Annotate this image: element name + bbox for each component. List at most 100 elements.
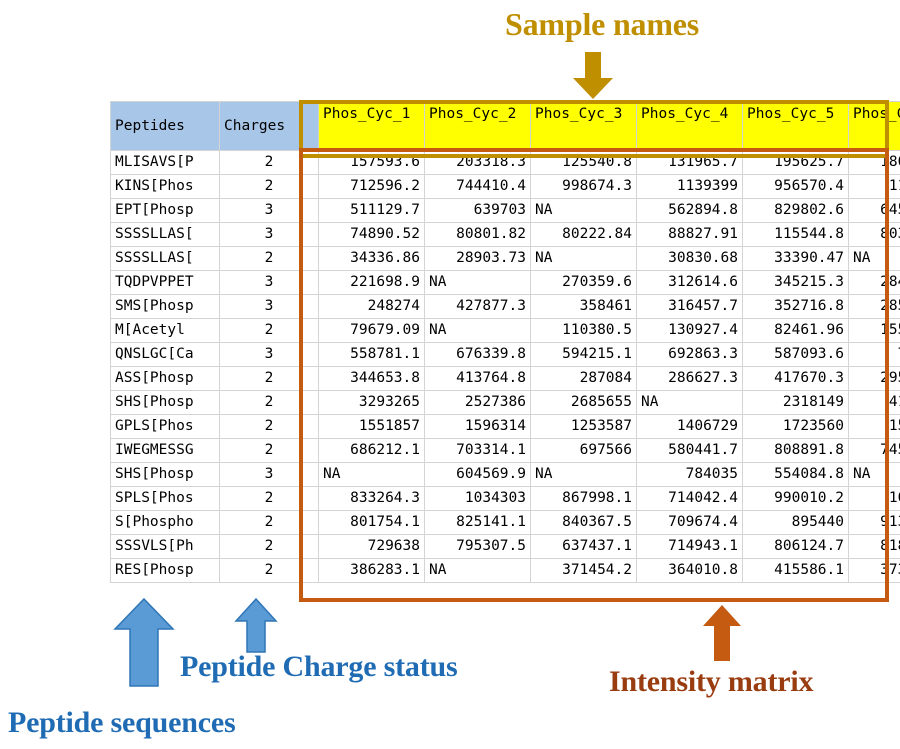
cell-intensity-sample-5[interactable]: 417670.3 bbox=[742, 366, 849, 391]
cell-peptide[interactable]: TQDPVPPET bbox=[110, 270, 220, 295]
cell-charge[interactable]: 2 bbox=[219, 246, 319, 271]
cell-intensity-sample-5[interactable]: 415586.1 bbox=[742, 558, 849, 583]
cell-peptide[interactable]: SHS[Phosp bbox=[110, 390, 220, 415]
cell-intensity-sample-1[interactable]: 157593.6 bbox=[318, 150, 425, 175]
cell-intensity-sample-3[interactable]: NA bbox=[530, 462, 637, 487]
cell-intensity-sample-3[interactable]: 594215.1 bbox=[530, 342, 637, 367]
cell-intensity-sample-2[interactable]: 639703 bbox=[424, 198, 531, 223]
cell-intensity-sample-3[interactable]: 110380.5 bbox=[530, 318, 637, 343]
cell-intensity-sample-5[interactable]: 956570.4 bbox=[742, 174, 849, 199]
cell-charge[interactable]: 3 bbox=[219, 198, 319, 223]
cell-charge[interactable]: 2 bbox=[219, 318, 319, 343]
cell-intensity-sample-5[interactable]: 1723560 bbox=[742, 414, 849, 439]
cell-intensity-sample-6[interactable]: 180664.5 bbox=[848, 150, 900, 175]
cell-intensity-sample-2[interactable]: NA bbox=[424, 270, 531, 295]
cell-intensity-sample-5[interactable]: 195625.7 bbox=[742, 150, 849, 175]
cell-intensity-sample-5[interactable]: 2318149 bbox=[742, 390, 849, 415]
cell-intensity-sample-4[interactable]: 130927.4 bbox=[636, 318, 743, 343]
cell-intensity-sample-1[interactable]: 729638 bbox=[318, 534, 425, 559]
column-header-sample-4[interactable]: Phos_Cyc_4 bbox=[636, 101, 743, 151]
cell-intensity-sample-6[interactable]: 285275.5 bbox=[848, 294, 900, 319]
cell-intensity-sample-1[interactable]: 34336.86 bbox=[318, 246, 425, 271]
cell-charge[interactable]: 2 bbox=[219, 150, 319, 175]
cell-intensity-sample-6[interactable]: 756873 bbox=[848, 342, 900, 367]
cell-intensity-sample-2[interactable]: NA bbox=[424, 318, 531, 343]
cell-intensity-sample-3[interactable]: 125540.8 bbox=[530, 150, 637, 175]
cell-intensity-sample-5[interactable]: 115544.8 bbox=[742, 222, 849, 247]
cell-intensity-sample-2[interactable]: 80801.82 bbox=[424, 222, 531, 247]
cell-peptide[interactable]: RES[Phosp bbox=[110, 558, 220, 583]
column-header-sample-3[interactable]: Phos_Cyc_3 bbox=[530, 101, 637, 151]
cell-intensity-sample-4[interactable]: 1139399 bbox=[636, 174, 743, 199]
cell-intensity-sample-3[interactable]: 867998.1 bbox=[530, 486, 637, 511]
cell-intensity-sample-1[interactable]: 511129.7 bbox=[318, 198, 425, 223]
cell-intensity-sample-5[interactable]: 82461.96 bbox=[742, 318, 849, 343]
cell-intensity-sample-1[interactable]: 833264.3 bbox=[318, 486, 425, 511]
cell-intensity-sample-3[interactable]: 637437.1 bbox=[530, 534, 637, 559]
cell-charge[interactable]: 3 bbox=[219, 222, 319, 247]
column-header-peptides[interactable]: Peptides bbox=[110, 101, 220, 151]
cell-intensity-sample-3[interactable]: 840367.5 bbox=[530, 510, 637, 535]
cell-intensity-sample-1[interactable]: 712596.2 bbox=[318, 174, 425, 199]
cell-intensity-sample-4[interactable]: 131965.7 bbox=[636, 150, 743, 175]
cell-peptide[interactable]: EPT[Phosp bbox=[110, 198, 220, 223]
cell-peptide[interactable]: GPLS[Phos bbox=[110, 414, 220, 439]
cell-charge[interactable]: 2 bbox=[219, 486, 319, 511]
cell-intensity-sample-1[interactable]: NA bbox=[318, 462, 425, 487]
cell-intensity-sample-2[interactable]: 203318.3 bbox=[424, 150, 531, 175]
cell-intensity-sample-1[interactable]: 1551857 bbox=[318, 414, 425, 439]
column-header-sample-2[interactable]: Phos_Cyc_2 bbox=[424, 101, 531, 151]
cell-intensity-sample-3[interactable]: 998674.3 bbox=[530, 174, 637, 199]
cell-intensity-sample-2[interactable]: 413764.8 bbox=[424, 366, 531, 391]
cell-intensity-sample-4[interactable]: 30830.68 bbox=[636, 246, 743, 271]
cell-charge[interactable]: 2 bbox=[219, 558, 319, 583]
cell-intensity-sample-4[interactable]: 312614.6 bbox=[636, 270, 743, 295]
cell-intensity-sample-3[interactable]: 2685655 bbox=[530, 390, 637, 415]
cell-intensity-sample-3[interactable]: 697566 bbox=[530, 438, 637, 463]
cell-intensity-sample-5[interactable]: 829802.6 bbox=[742, 198, 849, 223]
cell-intensity-sample-6[interactable]: 818071.6 bbox=[848, 534, 900, 559]
cell-intensity-sample-4[interactable]: 714042.4 bbox=[636, 486, 743, 511]
cell-intensity-sample-3[interactable]: 371454.2 bbox=[530, 558, 637, 583]
cell-intensity-sample-3[interactable]: 270359.6 bbox=[530, 270, 637, 295]
cell-intensity-sample-6[interactable]: 645625.4 bbox=[848, 198, 900, 223]
cell-intensity-sample-2[interactable]: 703314.1 bbox=[424, 438, 531, 463]
cell-intensity-sample-1[interactable]: 74890.52 bbox=[318, 222, 425, 247]
cell-intensity-sample-4[interactable]: 316457.7 bbox=[636, 294, 743, 319]
cell-intensity-sample-4[interactable]: NA bbox=[636, 390, 743, 415]
cell-intensity-sample-4[interactable]: 562894.8 bbox=[636, 198, 743, 223]
cell-peptide[interactable]: SPLS[Phos bbox=[110, 486, 220, 511]
cell-peptide[interactable]: SSSSLLAS[ bbox=[110, 222, 220, 247]
cell-peptide[interactable]: S[Phospho bbox=[110, 510, 220, 535]
cell-charge[interactable]: 2 bbox=[219, 174, 319, 199]
cell-intensity-sample-4[interactable]: 364010.8 bbox=[636, 558, 743, 583]
cell-intensity-sample-6[interactable]: 373595.6 bbox=[848, 558, 900, 583]
cell-intensity-sample-2[interactable]: 1596314 bbox=[424, 414, 531, 439]
cell-peptide[interactable]: IWEGMESSG bbox=[110, 438, 220, 463]
cell-intensity-sample-2[interactable]: 744410.4 bbox=[424, 174, 531, 199]
cell-peptide[interactable]: SHS[Phosp bbox=[110, 462, 220, 487]
cell-peptide[interactable]: QNSLGC[Ca bbox=[110, 342, 220, 367]
cell-intensity-sample-1[interactable]: 221698.9 bbox=[318, 270, 425, 295]
cell-intensity-sample-4[interactable]: 714943.1 bbox=[636, 534, 743, 559]
cell-intensity-sample-5[interactable]: 990010.2 bbox=[742, 486, 849, 511]
cell-intensity-sample-6[interactable]: NA bbox=[848, 462, 900, 487]
cell-intensity-sample-3[interactable]: 358461 bbox=[530, 294, 637, 319]
cell-intensity-sample-2[interactable]: 604569.9 bbox=[424, 462, 531, 487]
cell-intensity-sample-6[interactable]: 745552.6 bbox=[848, 438, 900, 463]
cell-intensity-sample-4[interactable]: 286627.3 bbox=[636, 366, 743, 391]
cell-peptide[interactable]: KINS[Phos bbox=[110, 174, 220, 199]
cell-intensity-sample-6[interactable]: 1502006 bbox=[848, 414, 900, 439]
cell-intensity-sample-5[interactable]: 33390.47 bbox=[742, 246, 849, 271]
